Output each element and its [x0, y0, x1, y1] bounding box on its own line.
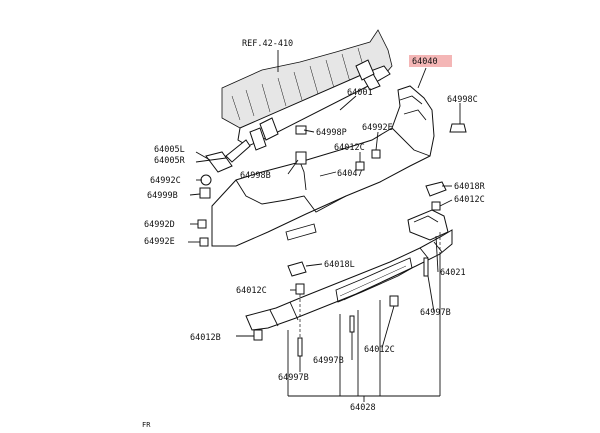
bracket-64018l — [287, 261, 307, 277]
label-64028[interactable]: 64028 — [350, 403, 376, 413]
bumper-cover-64040 — [211, 85, 435, 247]
label-64998c[interactable]: 64998C — [447, 95, 478, 105]
corner-mark: FR — [142, 421, 151, 428]
diffuser-64028 — [245, 229, 453, 331]
label-64012c-bottom[interactable]: 64012C — [364, 345, 395, 355]
label-64012c-mid[interactable]: 64012C — [334, 143, 365, 153]
label-64997b-left[interactable]: 64997B — [278, 373, 309, 383]
ref-label[interactable]: REF.42-410 — [242, 39, 293, 49]
label-64012c-lowleft[interactable]: 64012C — [236, 286, 267, 296]
side-bracket-64005 — [205, 139, 251, 173]
label-64997b-right[interactable]: 64997B — [420, 308, 451, 318]
label-64997b-mid[interactable]: 64997B — [313, 356, 344, 366]
label-64018r[interactable]: 64018R — [454, 182, 486, 192]
label-64012c-right[interactable]: 64012C — [454, 195, 485, 205]
label-64018l[interactable]: 64018L — [324, 260, 355, 270]
label-64992c[interactable]: 64992C — [150, 176, 181, 186]
label-64001[interactable]: 64001 — [347, 88, 373, 98]
label-64992e-top[interactable]: 64992E — [362, 123, 393, 133]
label-64999b[interactable]: 64999B — [147, 191, 178, 201]
label-64005r[interactable]: 64005R — [154, 156, 186, 166]
label-64021[interactable]: 64021 — [440, 268, 466, 278]
highlight-64040 — [409, 55, 452, 67]
label-64012b[interactable]: 64012B — [190, 333, 221, 343]
side-bracket-64018r — [425, 181, 447, 197]
labels: REF.42-410 64040 64998C 64001 64998P 649… — [142, 39, 486, 429]
label-64040[interactable]: 64040 — [412, 57, 438, 67]
label-64998p[interactable]: 64998P — [316, 128, 347, 138]
fasteners — [197, 123, 467, 357]
leader-lines — [188, 50, 461, 402]
label-64047[interactable]: 64047 — [337, 169, 363, 179]
label-64998b[interactable]: 64998B — [240, 171, 271, 181]
reinforcement-64001 — [237, 59, 391, 151]
label-64992d[interactable]: 64992D — [144, 220, 175, 230]
label-64005l[interactable]: 64005L — [154, 145, 185, 155]
label-64992e-left[interactable]: 64992E — [144, 237, 175, 247]
